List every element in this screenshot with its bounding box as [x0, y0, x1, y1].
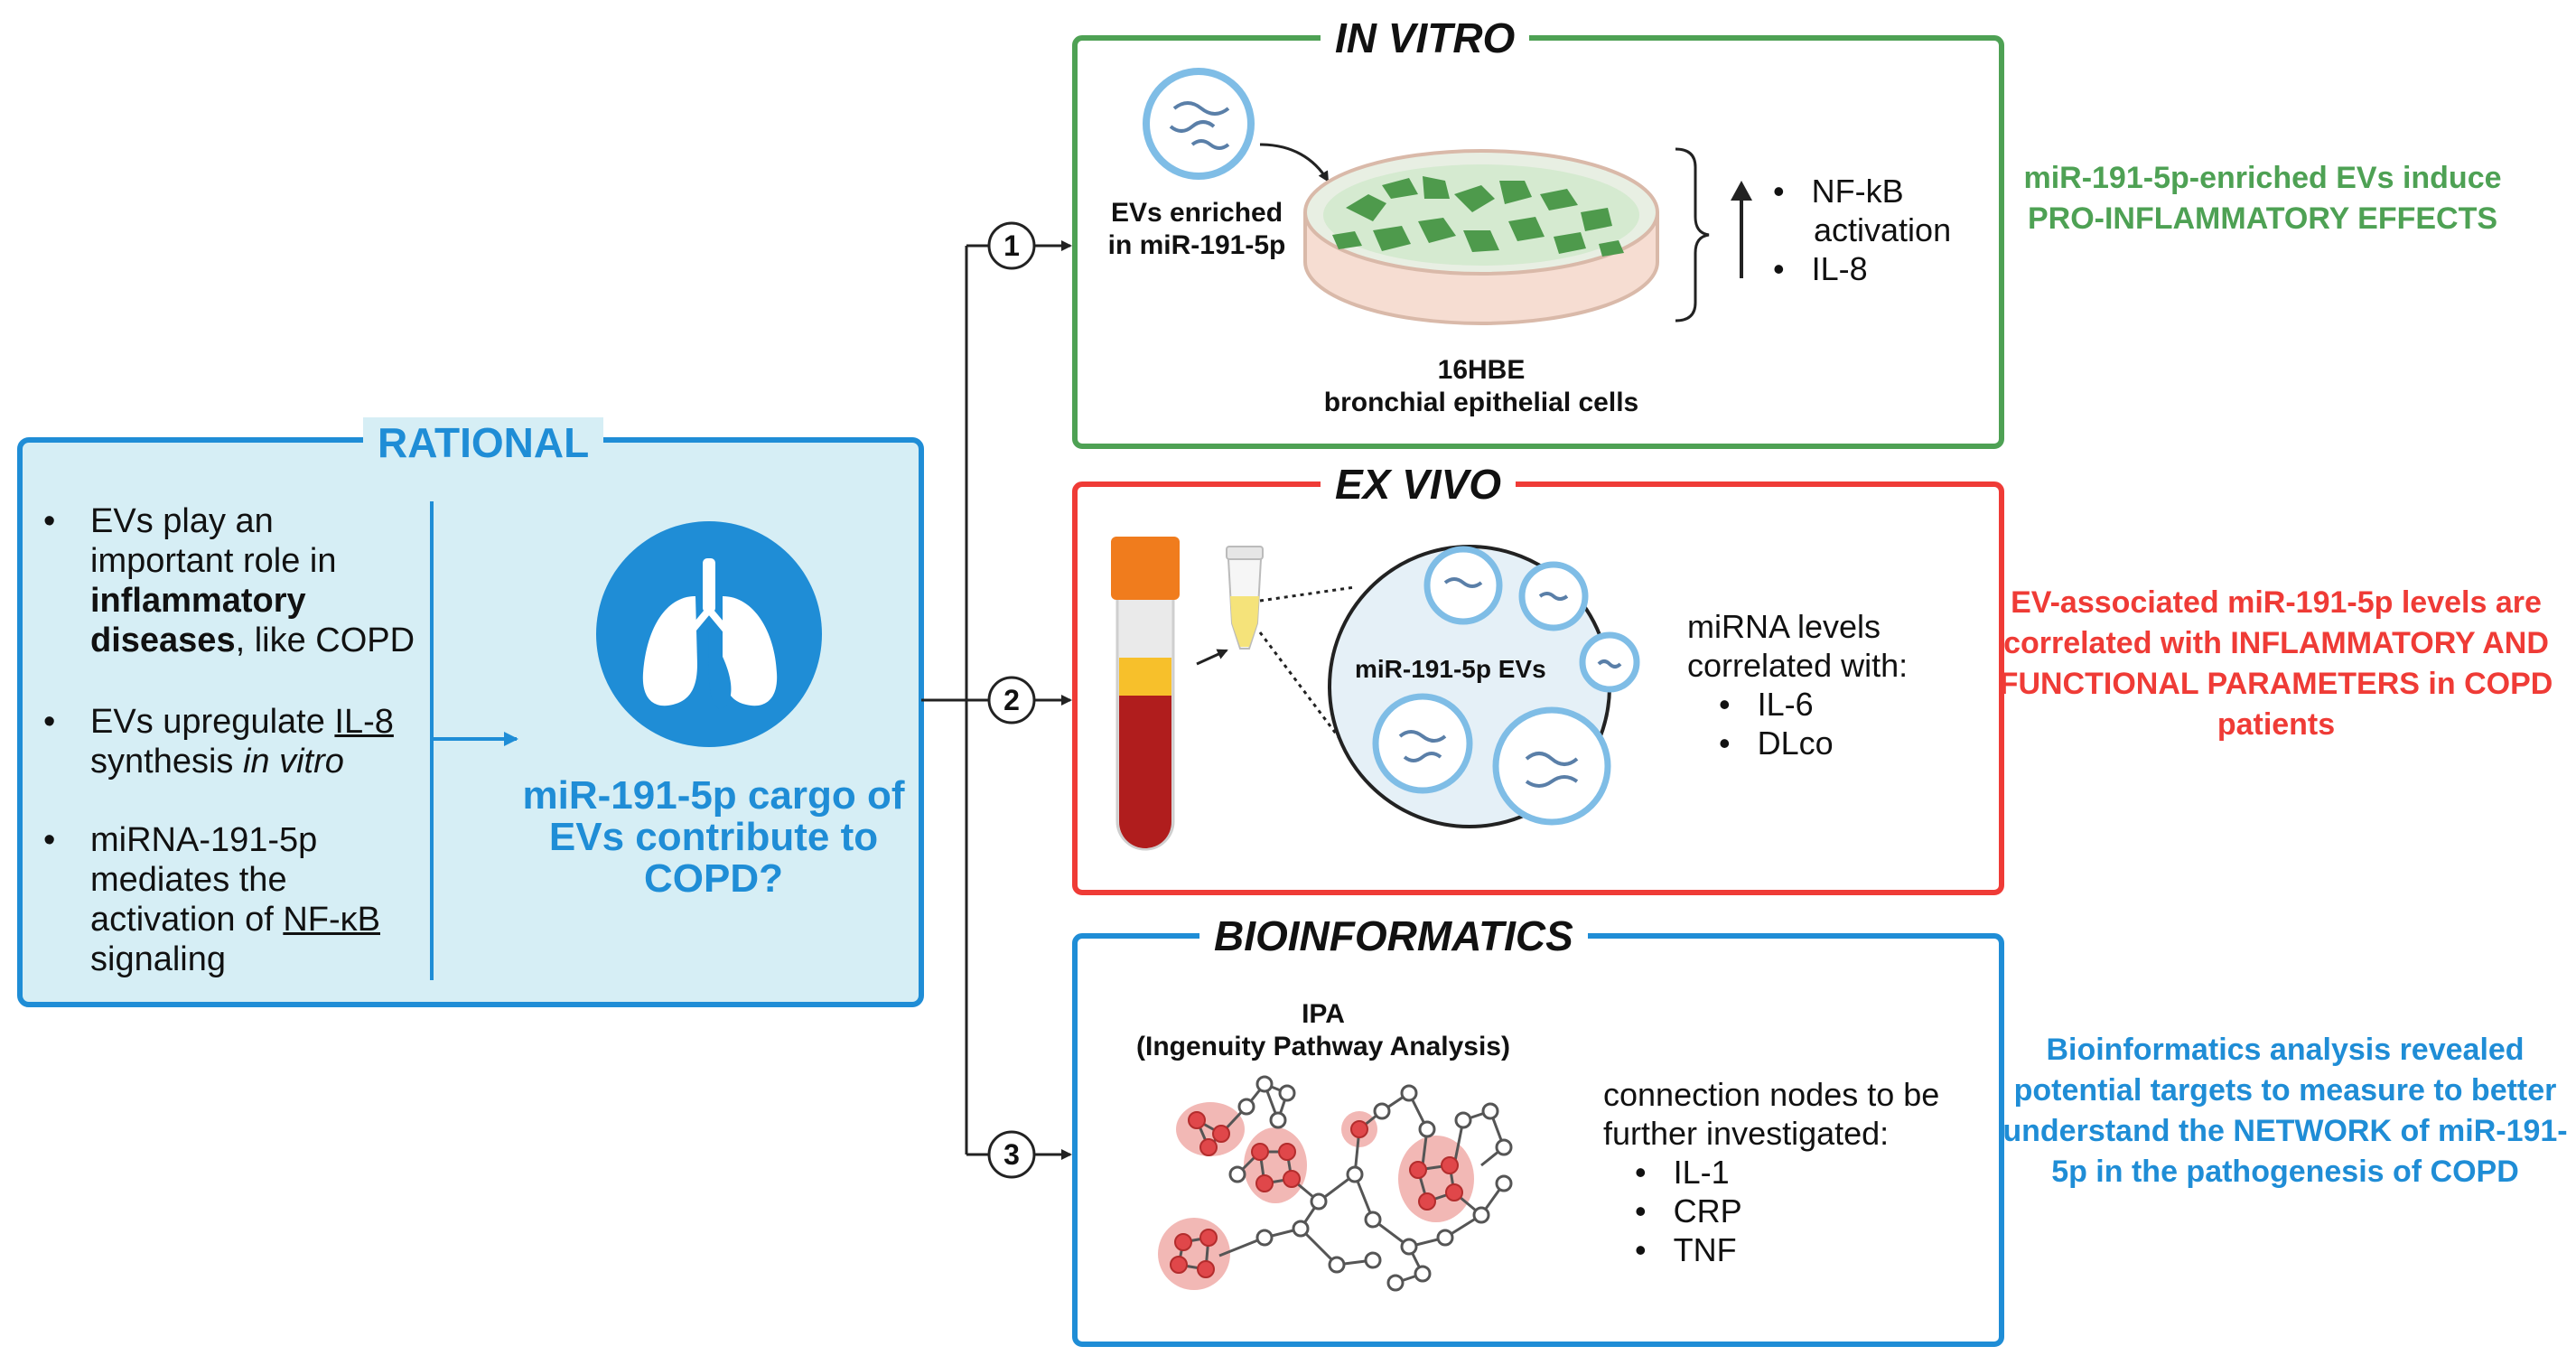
rational-point-3-c: signaling	[90, 940, 226, 978]
blood-tube-icon	[1111, 537, 1180, 851]
param-item-2-label: DLco	[1757, 725, 1834, 762]
effect-item-1-label: NF-kB	[1811, 173, 1904, 210]
bioinformatics-title: BIOINFORMATICS	[1199, 911, 1588, 961]
bioinformatics-conclusion: Bioinformatics analysis revealed potenti…	[2002, 1033, 2568, 1189]
nodes-line-2: further investigated:	[1603, 1115, 1890, 1152]
network-graph-icon	[1158, 1075, 1513, 1292]
target-item-2: • CRP	[1635, 1192, 1742, 1229]
target-item-1: • IL-1	[1635, 1154, 1730, 1191]
rational-point-1-a: EVs play an important role in	[90, 502, 337, 580]
rational-point-3-b: NF-κB	[283, 901, 380, 939]
rational-point-3-a: miRNA-191-5p mediates the activation of	[90, 821, 318, 939]
cell-line-label: 16HBE bronchial epithelial cells	[1301, 354, 1662, 419]
ipa-label-line-2: (Ingenuity Pathway Analysis)	[1136, 1032, 1510, 1061]
ev-vesicle-icon	[1143, 68, 1255, 180]
bullet-icon: •	[43, 703, 56, 741]
rational-point-2-c: synthesis	[90, 743, 243, 781]
branch-connectors	[921, 221, 1072, 1179]
rational-point-2-a: EVs upregulate	[90, 703, 335, 741]
bioinformatics-targets: connection nodes to be further investiga…	[1603, 1075, 1939, 1269]
correlation-line-1: miRNA levels	[1687, 608, 1881, 645]
ex-vivo-title: EX VIVO	[1321, 459, 1517, 510]
step-2-label: 2	[1003, 684, 1020, 716]
step-1-label: 1	[1003, 229, 1020, 262]
bullet-icon: •	[43, 821, 56, 859]
rational-point-1-c: , like COPD	[235, 622, 415, 659]
ex-vivo-conclusion: EV-associated miR-191-5p levels are corr…	[1999, 585, 2553, 742]
ev-enriched-label-line-1: EVs enriched	[1110, 198, 1283, 228]
cell-line-label-line-1: 16HBE	[1437, 355, 1526, 385]
effect-item-1: • NF-kB	[1773, 173, 1904, 210]
target-item-3: • TNF	[1635, 1231, 1737, 1268]
research-question: miR-191-5p cargo of EVs contribute to CO…	[522, 773, 905, 901]
cell-line-label-line-2: bronchial epithelial cells	[1323, 388, 1639, 417]
nodes-line-1: connection nodes to be	[1603, 1076, 1940, 1113]
rational-point-2-b: IL-8	[334, 703, 394, 741]
rational-point-1-b: inflammatory diseases	[90, 582, 306, 659]
ipa-label-line-1: IPA	[1302, 999, 1345, 1029]
target-item-2-label: CRP	[1673, 1192, 1742, 1229]
eppendorf-tube-icon	[1226, 546, 1264, 650]
target-item-3-label: TNF	[1673, 1231, 1737, 1268]
arrow-up-icon	[1731, 181, 1752, 278]
ex-vivo-correlation: miRNA levels correlated with: • IL-6 • D…	[1687, 607, 1908, 762]
rational-point-2-d: in vitro	[242, 743, 344, 781]
in-vitro-conclusion: miR-191-5p-enriched EVs induce PRO-INFLA…	[2023, 161, 2502, 236]
effect-item-1-cont: activation	[1814, 211, 1952, 248]
target-item-1-label: IL-1	[1673, 1154, 1730, 1191]
rational-title: RATIONAL	[363, 417, 604, 468]
in-vitro-effects-list: • NF-kB activation • IL-8	[1773, 172, 1951, 288]
effect-item-2-label: IL-8	[1811, 250, 1868, 287]
in-vitro-title: IN VITRO	[1321, 13, 1530, 63]
bullet-icon: •	[43, 502, 56, 540]
param-item-1: • IL-6	[1719, 686, 1814, 723]
correlation-line-2: correlated with:	[1687, 647, 1909, 684]
ev-population-label: miR-191-5p EVs	[1355, 655, 1546, 683]
petri-dish-icon	[1303, 149, 1659, 325]
step-3-label: 3	[1003, 1138, 1020, 1171]
param-item-1-label: IL-6	[1757, 686, 1814, 723]
ev-enriched-label: EVs enriched in miR-191-5p	[1088, 197, 1305, 262]
ev-population-icon	[1328, 545, 1640, 828]
effect-item-2: • IL-8	[1773, 250, 1868, 287]
lungs-icon	[596, 521, 822, 747]
brace-icon	[1675, 147, 1710, 323]
param-item-2: • DLco	[1719, 725, 1834, 762]
ipa-label: IPA (Ingenuity Pathway Analysis)	[1120, 998, 1526, 1063]
ev-enriched-label-line-2: in miR-191-5p	[1107, 230, 1286, 260]
